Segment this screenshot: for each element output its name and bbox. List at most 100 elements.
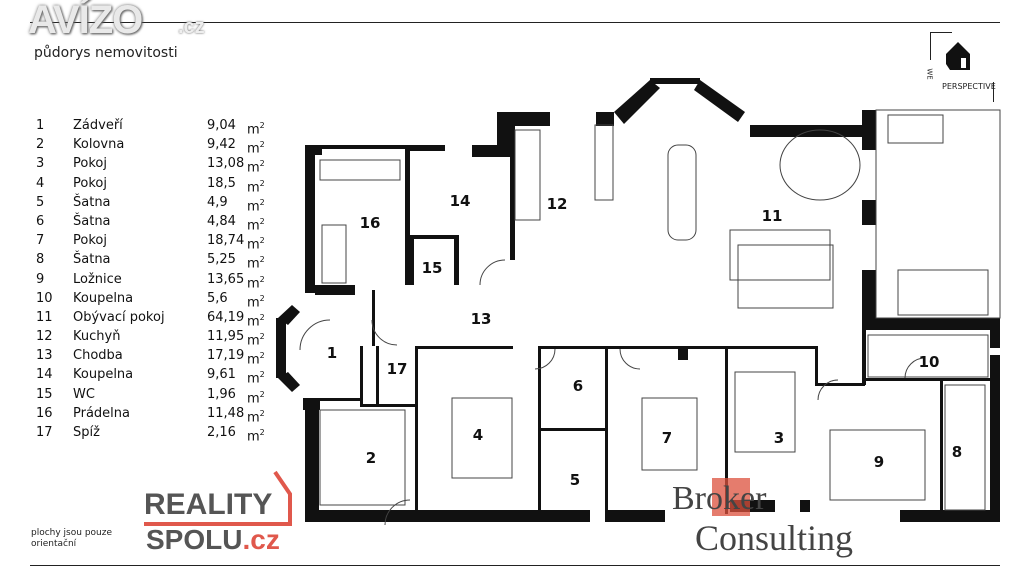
unit-exponent: 2 [259, 428, 265, 437]
room-number: 3 [36, 156, 45, 172]
area-unit: m2 [247, 212, 265, 236]
unit-exponent: 2 [259, 351, 265, 361]
unit-text: m [247, 237, 260, 253]
unit-text: m [247, 410, 260, 426]
avizo-logo: AVÍZO [28, 0, 143, 42]
room-area: 11,95 [207, 329, 245, 345]
unit-exponent: 2 [259, 389, 265, 399]
area-unit: m2 [247, 404, 265, 428]
area-unit: m2 [247, 250, 265, 274]
room-number: 11 [36, 309, 53, 325]
top-rule [30, 22, 1000, 23]
unit-text: m [247, 218, 260, 234]
unit-text: m [247, 256, 260, 272]
room-name: Koupelna [73, 367, 134, 383]
plan-room-label: 7 [662, 429, 672, 447]
room-name: Šatna [73, 213, 111, 229]
unit-exponent: 2 [259, 408, 265, 418]
page-title: půdorys nemovitosti [34, 45, 178, 61]
plan-room-label: 16 [360, 214, 381, 232]
area-unit: m2 [247, 193, 265, 217]
room-name: Koupelna [73, 290, 134, 306]
plan-room-label: 17 [387, 360, 408, 378]
plan-room-label: 6 [573, 377, 583, 395]
room-area: 9,61 [207, 367, 236, 383]
room-name: WC [73, 386, 95, 402]
room-area: 4,84 [207, 213, 236, 229]
room-number: 1 [36, 118, 45, 133]
room-number: 2 [36, 137, 45, 153]
room-name: Prádelna [73, 405, 130, 421]
we-text: WE [925, 68, 934, 80]
room-number: 5 [36, 194, 45, 210]
plan-room-label: 3 [774, 429, 784, 447]
unit-text: m [247, 160, 260, 176]
bottom-rule [30, 565, 1000, 566]
room-area: 64,19 [207, 309, 245, 325]
unit-exponent: 2 [259, 370, 265, 380]
room-area: 9,42 [207, 137, 236, 153]
unit-text: m [247, 314, 260, 330]
avizo-logo-suffix: .cz [178, 16, 205, 38]
house-icon [946, 42, 970, 70]
perspective-text: PERSPECTIVE [942, 82, 996, 91]
plan-room-label: 15 [422, 259, 443, 277]
unit-text: m [247, 429, 260, 445]
unit-text: m [247, 199, 260, 215]
unit-text: m [247, 122, 260, 138]
plan-room-label: 5 [570, 471, 580, 489]
room-number: 12 [36, 329, 53, 345]
area-unit: m2 [247, 270, 265, 294]
plan-room-label: 10 [919, 353, 940, 371]
unit-exponent: 2 [259, 197, 265, 207]
room-area: 9,04 [207, 118, 236, 133]
reality-spolu-logo-line2: SPOLU.cz [146, 524, 280, 556]
area-unit: m2 [247, 308, 265, 332]
unit-exponent: 2 [259, 121, 265, 130]
room-area: 17,19 [207, 348, 245, 364]
unit-exponent: 2 [259, 236, 265, 246]
area-unit: m2 [247, 135, 265, 159]
unit-text: m [247, 295, 260, 311]
room-name: Spíž [73, 425, 100, 440]
room-area: 11,48 [207, 405, 245, 421]
area-unit: m2 [247, 327, 265, 351]
room-number: 8 [36, 252, 45, 268]
room-number: 16 [36, 405, 53, 421]
unit-exponent: 2 [259, 140, 265, 150]
thin-lines [299, 109, 1001, 526]
room-area: 2,16 [207, 425, 236, 440]
room-name: Chodba [73, 348, 123, 364]
broker-consulting-line1: Broker [672, 480, 767, 517]
plan-room-label: 4 [473, 426, 483, 444]
plan-room-label: 8 [952, 443, 962, 461]
plan-room-label: 1 [327, 344, 337, 362]
room-number: 17 [36, 425, 53, 440]
unit-text: m [247, 371, 260, 387]
plan-room-label: 13 [471, 310, 492, 328]
reality-spolu-suffix: .cz [242, 524, 280, 555]
room-name: Obývací pokoj [73, 309, 165, 325]
room-number: 4 [36, 175, 45, 191]
unit-text: m [247, 352, 260, 368]
walls [276, 78, 1000, 522]
room-number: 14 [36, 367, 53, 383]
area-unit: m2 [247, 346, 265, 370]
we-perspective-logo [930, 32, 995, 102]
room-name: Pokoj [73, 156, 107, 172]
reality-spolu-roof-icon [144, 470, 292, 526]
unit-text: m [247, 179, 260, 195]
room-name: Šatna [73, 194, 111, 210]
room-area: 13,08 [207, 156, 245, 172]
area-unit: m2 [247, 289, 265, 313]
area-note: plochy jsou pouze orientační [31, 528, 113, 549]
unit-text: m [247, 141, 260, 157]
room-name: Pokoj [73, 233, 107, 249]
room-name: Kuchyň [73, 329, 121, 345]
unit-exponent: 2 [259, 312, 265, 322]
room-area: 4,9 [207, 194, 228, 210]
unit-exponent: 2 [259, 332, 265, 342]
area-unit: m2 [247, 174, 265, 198]
